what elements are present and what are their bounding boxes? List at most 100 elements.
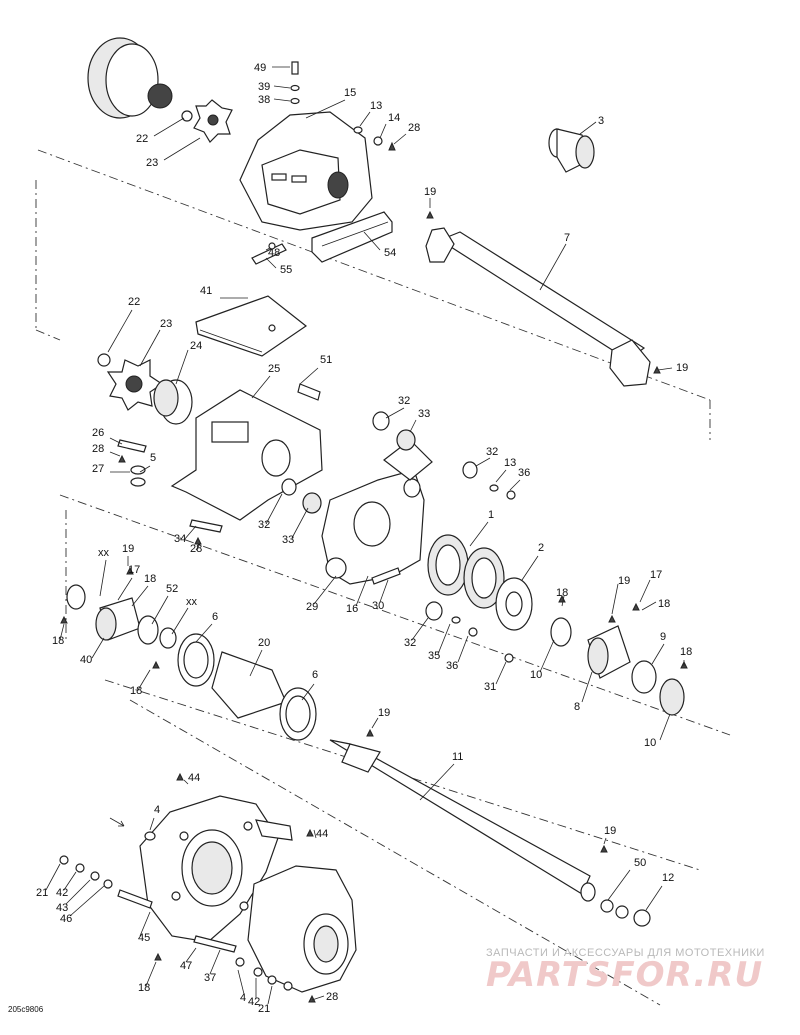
rubber-damper-upper — [181, 99, 233, 143]
leader-line — [419, 763, 455, 801]
part-callout-label: 47 — [180, 960, 192, 972]
leader-line — [69, 885, 105, 917]
leader-line — [521, 555, 539, 581]
part-callout-label: 19 — [122, 543, 134, 555]
drive-shaft — [425, 210, 661, 387]
part-callout-label: 22 — [128, 296, 140, 308]
part-callout-label: 43 — [56, 902, 68, 914]
leader-line — [509, 479, 521, 491]
part-callout-label: 15 — [344, 87, 356, 99]
support-bracket — [170, 383, 323, 521]
leader-line — [151, 595, 169, 625]
part-callout-label: 31 — [484, 681, 496, 693]
part-callout-label: 18 — [556, 587, 568, 599]
leader-line — [99, 559, 107, 597]
leader-line — [651, 643, 665, 665]
leader-line — [539, 243, 567, 291]
leader-line — [171, 607, 189, 635]
leader-line — [313, 575, 337, 605]
part-callout-label: 18 — [658, 598, 670, 610]
leader-line — [139, 465, 151, 473]
part-callout-label: 30 — [372, 600, 384, 612]
bushing — [548, 128, 595, 173]
part-callout-label: 10 — [644, 737, 656, 749]
leader-line — [355, 575, 369, 607]
part-callout-label: 26 — [92, 427, 104, 439]
leader-line — [495, 469, 507, 483]
part-callout-label: 25 — [268, 363, 280, 375]
part-callout-label: 32 — [398, 395, 410, 407]
leader-line — [267, 985, 273, 1005]
part-callout-label: 34 — [174, 533, 186, 545]
leader-line — [469, 521, 489, 547]
part-callout-label: 10 — [530, 669, 542, 681]
part-callout-label: 32 — [486, 446, 498, 458]
part-callout-label: 8 — [574, 701, 580, 713]
leader-line — [657, 367, 673, 371]
leader-line — [607, 869, 631, 901]
leader-line — [175, 349, 189, 385]
leader-line — [195, 623, 213, 643]
part-callout-label: 39 — [258, 81, 270, 93]
leader-line — [237, 969, 245, 995]
part-callout-label: 5 — [150, 452, 156, 464]
part-callout-label: 44 — [316, 828, 328, 840]
part-callout-label: 32 — [258, 519, 270, 531]
part-callout-label: 6 — [312, 669, 318, 681]
leader-line — [437, 623, 451, 655]
part-callout-label: 44 — [188, 772, 200, 784]
part-callout-label: 11 — [452, 751, 463, 763]
leader-line — [311, 995, 325, 1001]
leader-line — [153, 117, 185, 137]
part-callout-label: 33 — [282, 534, 294, 546]
part-callout-label: 17 — [128, 564, 140, 576]
leader-line — [305, 99, 346, 119]
leader-line — [137, 669, 151, 691]
leader-line — [299, 367, 319, 385]
part-callout-label: 28 — [190, 543, 202, 555]
part-callout-label: 18 — [138, 982, 150, 994]
part-callout-label: 54 — [384, 247, 396, 259]
part-callout-label: 48 — [268, 247, 280, 259]
leader-line — [265, 247, 271, 251]
watermark-logo-text: PARTSFOR.RU — [486, 955, 763, 995]
leader-line — [265, 257, 277, 269]
part-callout-label: 37 — [204, 972, 216, 984]
part-callout-label: 38 — [258, 94, 270, 106]
clamps-and-sleeve — [177, 633, 317, 741]
part-callout-label: 6 — [212, 611, 218, 623]
leader-line — [645, 885, 663, 911]
leader-line — [379, 123, 387, 139]
diagram-reference-code: 205c9806 — [8, 1005, 44, 1014]
part-callout-label: 22 — [136, 133, 148, 145]
leader-line — [91, 637, 105, 659]
leader-line — [183, 779, 189, 785]
leader-line — [163, 137, 201, 161]
part-callout-label: 19 — [676, 362, 688, 374]
drive-pulley — [87, 37, 173, 119]
part-callout-label: 52 — [166, 583, 178, 595]
part-callout-label: 46 — [60, 913, 72, 925]
part-callout-label: 12 — [662, 872, 674, 884]
part-callout-label: 7 — [564, 232, 570, 244]
part-callout-label: 36 — [518, 467, 530, 479]
part-callout-label: 1 — [488, 509, 494, 521]
leader-lines — [45, 66, 685, 1005]
leader-line — [59, 623, 65, 641]
part-callout-label: 21 — [36, 887, 48, 899]
housing-support — [321, 439, 433, 585]
part-callout-label: 23 — [160, 318, 172, 330]
part-callout-label: 24 — [190, 340, 202, 352]
leader-line — [139, 329, 161, 367]
part-callout-label: 4 — [154, 804, 160, 816]
leader-line — [659, 713, 671, 741]
bearing-housing-left — [60, 566, 177, 669]
leader-line — [273, 85, 291, 89]
leader-line — [145, 961, 157, 987]
leader-line — [363, 231, 381, 251]
part-callout-label: 41 — [200, 285, 212, 297]
part-callout-label: 40 — [80, 654, 92, 666]
leader-line — [149, 817, 155, 831]
part-callout-label: 36 — [446, 660, 458, 672]
leader-line — [109, 437, 123, 445]
